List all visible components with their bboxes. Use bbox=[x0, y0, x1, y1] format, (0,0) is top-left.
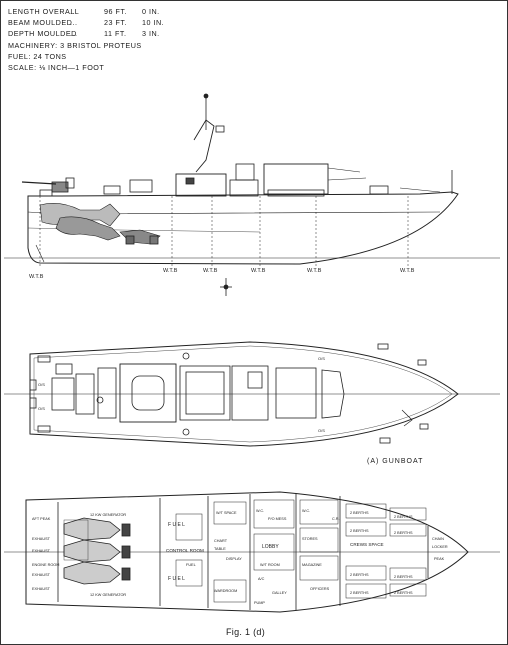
compartment-label: EXHAUST bbox=[32, 587, 51, 591]
figure-caption: Fig. 1 (d) bbox=[226, 627, 266, 637]
compartment-label: OFFICERS bbox=[310, 587, 330, 591]
spec-label: DEPTH MOULDED bbox=[8, 29, 77, 39]
spec-machinery: MACHINERY: 3 BRISTOL PROTEUS bbox=[8, 40, 142, 50]
compartment-label: TABLE bbox=[214, 547, 226, 551]
compartment-label: EXHAUST bbox=[32, 537, 51, 541]
hull-outline bbox=[27, 191, 459, 265]
compartment-label: PUMP bbox=[254, 601, 265, 605]
lower-hull-outline bbox=[25, 491, 469, 613]
spec-dots: ... bbox=[70, 7, 78, 16]
compartment-partitions bbox=[175, 499, 427, 603]
compartment-label: DISPLAY bbox=[226, 557, 242, 561]
wtb-label: W.T.B bbox=[29, 274, 44, 280]
compartment-label: 2 BERTHS bbox=[394, 591, 413, 595]
gunboat-caption: (A) GUNBOAT bbox=[367, 458, 424, 465]
wtb-label: W.T.B bbox=[307, 268, 322, 274]
deck-plan: O/S O/S O/S O/S bbox=[4, 341, 500, 447]
deck-marking: O/S bbox=[38, 406, 45, 411]
spec-fuel: FUEL: 24 TONS bbox=[8, 51, 67, 61]
superstructure bbox=[175, 93, 367, 197]
rudder-prop bbox=[220, 278, 232, 296]
compartment-label: CHAIN bbox=[432, 537, 444, 541]
compartment-label: GALLEY bbox=[272, 591, 287, 595]
compartment-label: C.R. bbox=[332, 517, 340, 521]
deck-outline bbox=[29, 341, 459, 447]
spec-label: BEAM MOULDED bbox=[8, 18, 73, 28]
spec-label: LENGTH OVERALL bbox=[8, 7, 80, 16]
compartment-label: PEAK bbox=[434, 557, 445, 561]
compartment-label: 2 BERTHS bbox=[350, 591, 369, 595]
compartment-label: MAGAZINE bbox=[302, 563, 322, 567]
spec-scale: SCALE: ⅛ INCH—1 FOOT bbox=[8, 63, 105, 73]
deck-marking: O/S bbox=[318, 356, 325, 361]
lower-deck-plan bbox=[4, 491, 500, 613]
forward-gun bbox=[21, 177, 75, 197]
spec-value: 11 ft. bbox=[104, 29, 127, 39]
compartment-label: FUEL bbox=[186, 563, 196, 567]
compartment-label: LOBBY bbox=[262, 544, 279, 550]
deck-marking: O/S bbox=[318, 428, 325, 433]
compartment-label: W.C. bbox=[256, 509, 264, 513]
wtb-label: W.T.B bbox=[203, 268, 218, 274]
compartment-label: AFT PEAK bbox=[32, 517, 51, 521]
engine-exhaust-group bbox=[39, 203, 161, 245]
spec-value: 96 ft. bbox=[104, 7, 127, 16]
compartment-label: F U E L bbox=[168, 576, 185, 582]
compartment-label: STORES bbox=[302, 537, 318, 541]
compartment-label: 2 BERTHS bbox=[350, 511, 369, 515]
compartment-label: 2 BERTHS bbox=[394, 515, 413, 519]
spec-length-overall: LENGTH OVERALL ... 96 ft. 0 in. bbox=[8, 6, 168, 17]
compartment-label: W.C. bbox=[302, 509, 310, 513]
compartment-label: ENGINE ROOM bbox=[32, 563, 59, 567]
compartment-label: WARDROOM bbox=[214, 589, 237, 593]
specification-block: LENGTH OVERALL ... 96 ft. 0 in. BEAM MOU… bbox=[8, 6, 168, 73]
compartment-label: CONTROL ROOM bbox=[166, 548, 204, 553]
wtb-label: W.T.B bbox=[251, 268, 266, 274]
compartment-label: CHART bbox=[214, 539, 228, 543]
compartment-label: 2 BERTHS bbox=[350, 573, 369, 577]
compartment-label: A/C bbox=[258, 577, 265, 581]
deck-marking: O/S bbox=[38, 382, 45, 387]
compartment-label: 12 KW GENERATOR bbox=[90, 593, 126, 597]
spec-value: 0 in. bbox=[142, 7, 160, 16]
mast bbox=[193, 119, 215, 173]
profile-view: W.T.B W.T.B W.T.B W.T.B W.T.B W.T.B bbox=[4, 93, 500, 296]
engines-lower bbox=[63, 517, 131, 585]
compartment-label: LOCKER bbox=[432, 545, 448, 549]
compartment-label: EXHAUST bbox=[32, 573, 51, 577]
compartment-label: F U E L bbox=[168, 522, 185, 528]
spec-value: 10 in. bbox=[142, 18, 165, 28]
wtb-label: W.T.B bbox=[163, 268, 178, 274]
compartment-label: EXHAUST bbox=[32, 549, 51, 553]
spec-value: 23 ft. bbox=[104, 18, 127, 28]
compartment-label: 2 BERTHS bbox=[394, 531, 413, 535]
aft-structures bbox=[103, 170, 453, 195]
compartment-label: 12 KW GENERATOR bbox=[90, 513, 126, 517]
spec-depth-moulded: DEPTH MOULDED ... 11 ft. 3 in. bbox=[8, 28, 168, 39]
spec-value: 3 in. bbox=[142, 29, 160, 39]
compartment-label: CREWS SPACE bbox=[350, 542, 384, 547]
compartment-label: P/O MESS bbox=[268, 517, 287, 521]
spec-beam-moulded: BEAM MOULDED ... 23 ft. 10 in. bbox=[8, 17, 168, 28]
compartment-label: W/T ROOM bbox=[260, 563, 280, 567]
spec-dots: ... bbox=[70, 18, 78, 28]
compartment-label: 2 BERTHS bbox=[350, 529, 369, 533]
compartment-label: 2 BERTHS bbox=[394, 575, 413, 579]
compartment-labels: AFT PEAK EXHAUST EXHAUST ENGINE ROOM EXH… bbox=[32, 509, 448, 605]
deck-fittings bbox=[29, 343, 429, 444]
spec-dots: ... bbox=[70, 29, 78, 39]
wtb-label: W.T.B bbox=[400, 268, 415, 274]
compartment-label: W/T SPACE bbox=[216, 511, 237, 515]
